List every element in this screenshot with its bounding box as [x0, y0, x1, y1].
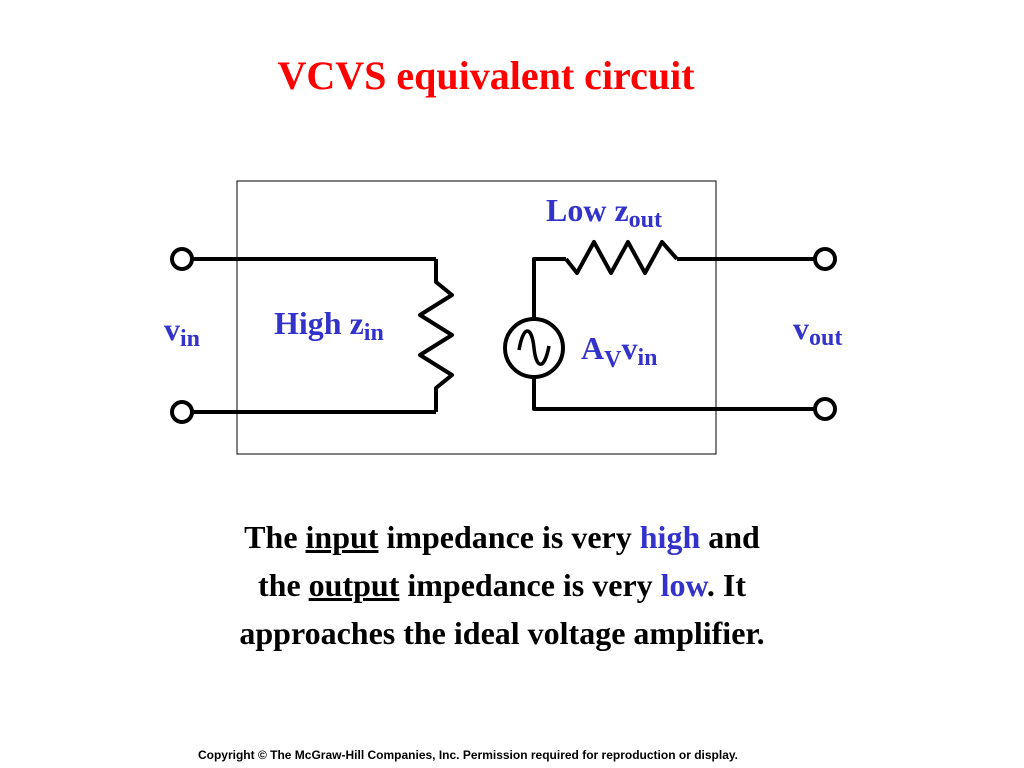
para-text: and — [700, 519, 760, 555]
output-impedance-text: Low z — [546, 192, 629, 228]
vout-label: vout — [793, 310, 842, 350]
paragraph-line-1: The input impedance is very high and — [150, 513, 854, 561]
gain-a-text: A — [581, 330, 605, 366]
para-text: the — [258, 567, 309, 603]
output-terminal-bottom — [813, 397, 837, 421]
output-bottom-wire — [532, 377, 814, 411]
gain-in-subscript: in — [637, 345, 658, 371]
output-impedance-label: Low zout — [546, 192, 662, 232]
para-text: The — [244, 519, 306, 555]
amplifier-box — [236, 180, 717, 455]
output-resistor — [564, 240, 679, 275]
paragraph-line-3: approaches the ideal voltage amplifier. — [239, 615, 765, 651]
para-text: impedance is very — [378, 519, 640, 555]
input-terminal-bottom — [170, 400, 194, 424]
gain-v-text: v — [621, 330, 638, 366]
vin-label: vin — [164, 311, 200, 351]
output-word: output — [308, 567, 400, 603]
input-impedance-label: High zin — [274, 305, 384, 345]
copyright-notice: Copyright © The McGraw-Hill Companies, I… — [197, 748, 739, 762]
input-impedance-subscript: in — [363, 320, 384, 346]
para-text: impedance is very — [399, 567, 661, 603]
slide-title: VCVS equivalent circuit — [277, 53, 695, 98]
low-word: low — [660, 567, 707, 603]
input-resistor — [418, 259, 454, 412]
explanation-paragraph: The input impedance is very high and the… — [150, 513, 854, 657]
para-text: . It — [706, 567, 746, 603]
input-terminal-top — [170, 247, 194, 271]
vout-subscript: out — [809, 325, 843, 351]
ac-source-sine-icon — [517, 329, 551, 366]
vin-text: v — [164, 311, 180, 347]
output-top-wire-left — [532, 257, 566, 319]
paragraph-line-2: the output impedance is very low. It — [150, 561, 854, 609]
gain-label: AVvin — [581, 330, 657, 372]
high-word: high — [639, 519, 701, 555]
input-word: input — [305, 519, 379, 555]
vout-text: v — [793, 310, 809, 346]
output-terminal-top — [813, 247, 837, 271]
vin-subscript: in — [180, 326, 201, 352]
input-impedance-text: High z — [274, 305, 364, 341]
output-impedance-subscript: out — [628, 207, 662, 233]
gain-v-subscript: V — [604, 347, 622, 373]
